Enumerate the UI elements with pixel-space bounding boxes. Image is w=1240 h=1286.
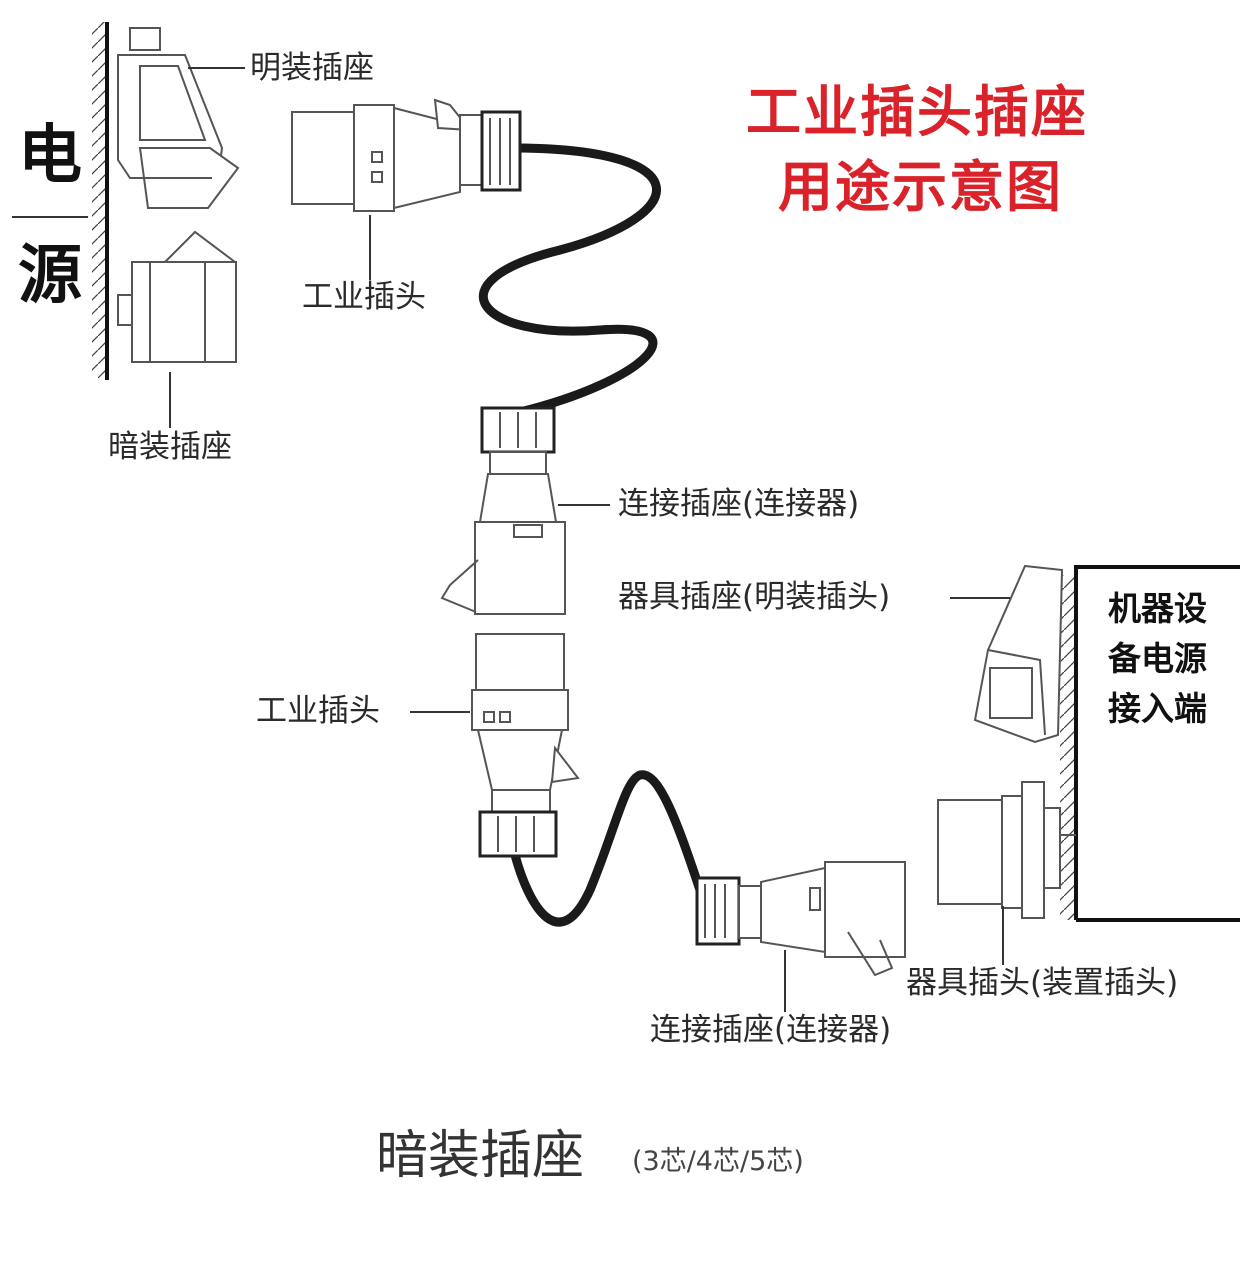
upper-cable — [478, 143, 661, 417]
label-connector-socket-upper: 连接插座(连接器) — [618, 486, 860, 522]
leader-lines — [169, 67, 1010, 1012]
caption-sub: (3芯/4芯/5芯) — [632, 1146, 804, 1177]
industrial-plug-mid-drawing — [471, 633, 580, 858]
label-industrial-plug-mid: 工业插头 — [256, 693, 380, 729]
surface-socket-drawing — [117, 27, 240, 209]
label-appliance-socket: 器具插座(明装插头) — [618, 579, 891, 615]
title-line1: 工业插头插座 — [746, 80, 1089, 144]
industrial-plug-top-drawing — [291, 98, 522, 212]
label-appliance-plug: 器具插头(装置插头) — [906, 965, 1179, 1001]
label-industrial-plug-top: 工业插头 — [302, 279, 426, 315]
appliance-socket-drawing — [973, 564, 1064, 744]
power-source-char1: 电 — [18, 119, 82, 193]
connector-socket-lower-drawing — [695, 861, 906, 977]
title-line2: 用途示意图 — [778, 155, 1064, 219]
label-surface-socket: 明装插座 — [250, 50, 374, 86]
power-wall — [12, 22, 109, 380]
machine-label-line3: 接入端 — [1108, 689, 1207, 728]
machine-label-line2: 备电源 — [1108, 639, 1207, 678]
label-connector-socket-lower: 连接插座(连接器) — [650, 1012, 892, 1048]
lower-cable — [510, 770, 710, 927]
connector-socket-upper-drawing — [440, 406, 566, 615]
power-source-char2: 源 — [18, 239, 82, 313]
concealed-socket-drawing — [117, 230, 237, 363]
machine-wall — [1060, 565, 1240, 922]
label-concealed-socket: 暗装插座 — [108, 429, 232, 465]
appliance-plug-drawing — [937, 781, 1076, 919]
caption-main: 暗装插座 — [376, 1126, 585, 1186]
machine-label-line1: 机器设 — [1108, 589, 1207, 628]
